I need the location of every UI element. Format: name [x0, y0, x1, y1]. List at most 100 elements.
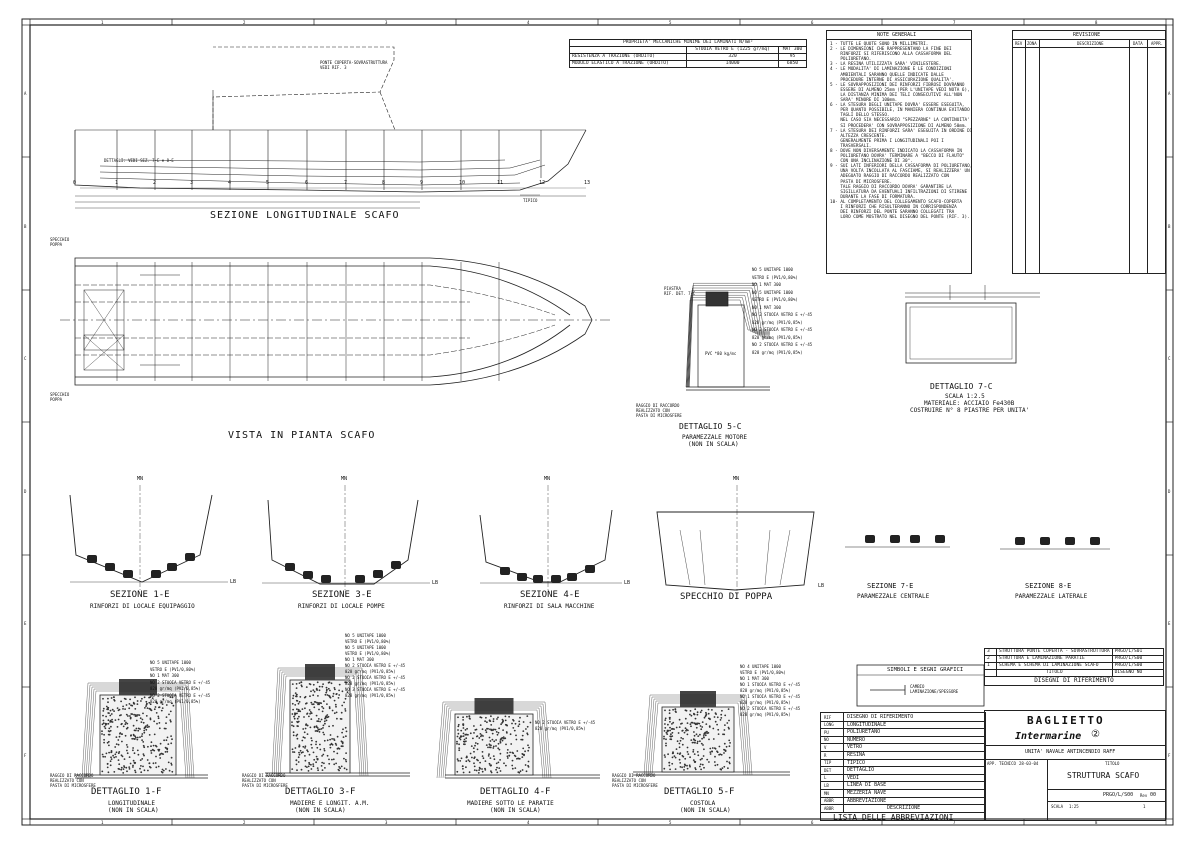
- references-title: DISEGNI DI RIFERIMENTO: [984, 676, 1164, 686]
- notes-list: 1 - TUTTE LE QUOTE SONO IN MILLIMETRI.2 …: [830, 42, 972, 220]
- abbr-code: MN: [824, 790, 829, 796]
- abbr-code: LONG: [824, 722, 834, 728]
- ref-row-num: 2: [984, 655, 997, 663]
- layer-label: VETRO E (PV1/0,80%): [345, 651, 391, 656]
- detail-4f-scale: (NON IN SCALA): [490, 807, 541, 814]
- detail-1f-scale: (NON IN SCALA): [108, 807, 159, 814]
- column-mark-bottom: 3: [385, 820, 388, 825]
- column-mark-bottom: 2: [243, 820, 246, 825]
- fillet-label-5f: RAGGIO DI RACCORDO REALIZZATO CON PASTA …: [612, 773, 658, 788]
- layer-label: 828 gr/mq (PV1/0,85%): [740, 700, 791, 705]
- ref-row-code: PRGO/L/S00: [1111, 655, 1165, 663]
- abbr-desc: VEDI: [847, 774, 860, 781]
- transom-label-bottom: SPECCHIO POPPA: [50, 392, 70, 402]
- note-item: 9 - SUI LATI INFERIORI DELLA CASSAFORMA …: [830, 164, 973, 200]
- column-mark-top: 8: [1095, 20, 1098, 25]
- frame-number: 13: [584, 180, 591, 186]
- abbr-code: NO: [824, 737, 829, 743]
- abbr-code: ABBR: [824, 798, 834, 804]
- section-8e-title: SEZIONE 8-E: [1025, 582, 1072, 590]
- row-mark-left: F: [24, 753, 27, 758]
- ref-row-title: STRUTTURA E LAMINAZIONE PARATIE: [996, 655, 1113, 663]
- mn-label-4e: MN: [544, 476, 551, 482]
- layer-label: NO 2 STUOIA VETRO E +/-45: [740, 706, 801, 711]
- abbr-row-line: [821, 781, 985, 783]
- section-4e-title: SEZIONE 4-E: [520, 590, 580, 600]
- typical-label: TIPICO: [523, 198, 538, 203]
- abbr-code: LB: [824, 782, 829, 788]
- note-item: 3 - LA RESINA UTILIZZATA SARA' VINILESTE…: [830, 62, 942, 68]
- detail-1f-title: DETTAGLIO 1-F: [91, 787, 162, 797]
- column-mark-top: 6: [811, 20, 814, 25]
- details-f-drawing: [75, 771, 790, 779]
- column-mark-top: 3: [385, 20, 388, 25]
- layer-label: 828 gr/mq (PV1/0,85%): [150, 699, 201, 704]
- detail-7c-title: DETTAGLIO 7-C: [930, 382, 993, 391]
- ref-row-num: 3: [984, 648, 997, 656]
- layer-label: 828 gr/mq (PV1/0,85%): [345, 669, 396, 674]
- layer-label: VETRO E (PV1/0,80%): [740, 670, 786, 675]
- ref-footer-title: TITOLO: [996, 669, 1113, 677]
- abbr-header-line: [821, 811, 985, 813]
- row-mark-left: A: [24, 91, 27, 96]
- layer-label: NO 2 STUOIA VETRO E +/-45: [150, 692, 211, 698]
- layer-label: NO 2 STUOIA VETRO E +/-45: [752, 327, 813, 332]
- abbr-row-line: [821, 751, 985, 752]
- notes-title: NOTE GENERALI: [877, 32, 917, 38]
- transom-label-top: SPECCHIO POPPA: [50, 237, 70, 247]
- plan-view-drawing: [60, 257, 610, 386]
- transom-title: SPECCHIO DI POPPA: [680, 592, 773, 602]
- abbr-desc: NUMERO: [847, 736, 866, 743]
- longitudinal-section-title: SEZIONE LONGITUDINALE SCAFO: [210, 210, 400, 221]
- brand-intermarine: Intermarine: [1015, 731, 1082, 742]
- layer-label: NO 5 UNITAPE 1000: [345, 645, 386, 650]
- column-mark-top: 1: [101, 20, 104, 25]
- revision-panel: REVISIONE REV ZONA DESCRIZIONE DATA APPR…: [1012, 30, 1166, 274]
- ref-row-title: SCHEMA E SCHEMA DI LAMINAZIONE SCAFO: [996, 662, 1113, 670]
- detail-4f-title: DETTAGLIO 4-F: [480, 787, 551, 797]
- section-7e-title: SEZIONE 7-E: [867, 582, 914, 590]
- row-mark-right: B: [1168, 223, 1171, 229]
- column-mark-top: 5: [669, 20, 672, 25]
- symbols-item: CAMBIO LAMINAZIONE/SPESSORE: [910, 684, 959, 694]
- row-mark-left: D: [24, 488, 27, 494]
- row-mark-right: F: [1168, 753, 1171, 758]
- layer-label: 828 gr/mq (PV1/0,85%): [345, 681, 396, 686]
- layer-label: NO 1 MAT 300: [150, 673, 179, 678]
- ref-footer-code: DISEGNO NO: [1111, 669, 1165, 677]
- scale-value: 1:25: [1069, 804, 1079, 809]
- row-mark-right: A: [1168, 91, 1171, 96]
- ref-row-code: PRGO/L/S00: [1111, 662, 1165, 670]
- symbols-title: SIMBOLI E SEGNI GRAFICI: [887, 667, 964, 673]
- section-1e-title: SEZIONE 1-E: [110, 590, 170, 600]
- abbr-row-line: [821, 796, 985, 798]
- layer-label: NO 5 UNITAPE 1000: [150, 660, 191, 665]
- fillet-label-1f: RAGGIO DI RACCORDO REALIZZATO CON PASTA …: [50, 773, 96, 788]
- abbr-desc: LINEA DI BASE: [847, 782, 887, 789]
- abbr-row-line: [821, 789, 985, 790]
- frame-number: 0: [73, 180, 77, 186]
- detail-3f-title: DETTAGLIO 3-F: [285, 787, 356, 797]
- mn-label-3e: MN: [341, 476, 348, 482]
- detail-5c-drawing: [685, 283, 770, 391]
- abbr-code: L: [824, 775, 827, 781]
- section-7e-sub: PARAMEZZALE CENTRALE: [857, 593, 930, 600]
- layer-label: NO 2 STUOIA VETRO E +/-45: [345, 675, 406, 680]
- layer-label: NO 2 STUOIA VETRO E +/-45: [752, 342, 813, 347]
- layer-label: NO 5 UNITAPE 1000: [752, 267, 793, 272]
- rev-value: 00: [1150, 792, 1157, 798]
- abbr-desc: LONGITUDINALE: [847, 721, 887, 728]
- abbr-desc: POLIURETANO: [847, 729, 881, 736]
- layer-label: VETRO E (PV1/0,80%): [752, 297, 798, 302]
- layer-label: NO 1 STUOIA VETRO E +/-45: [740, 682, 801, 687]
- pvc-label: PVC *80 kg/mc: [705, 351, 737, 356]
- lb-label-3e: LB: [432, 580, 439, 586]
- mechanical-properties-table: PROPRIETA' MECCANICHE MINIME DEI LAMINAT…: [568, 39, 808, 68]
- abbr-desc: RESINA: [847, 752, 866, 758]
- detail-7c-scale: SCALA 1:2.5: [945, 393, 985, 400]
- frame-number: 2: [153, 180, 157, 186]
- revision-col-rev: REV: [1015, 41, 1023, 46]
- brand-logo-icon: ②: [1091, 729, 1100, 740]
- row-mark-left: B: [24, 223, 27, 229]
